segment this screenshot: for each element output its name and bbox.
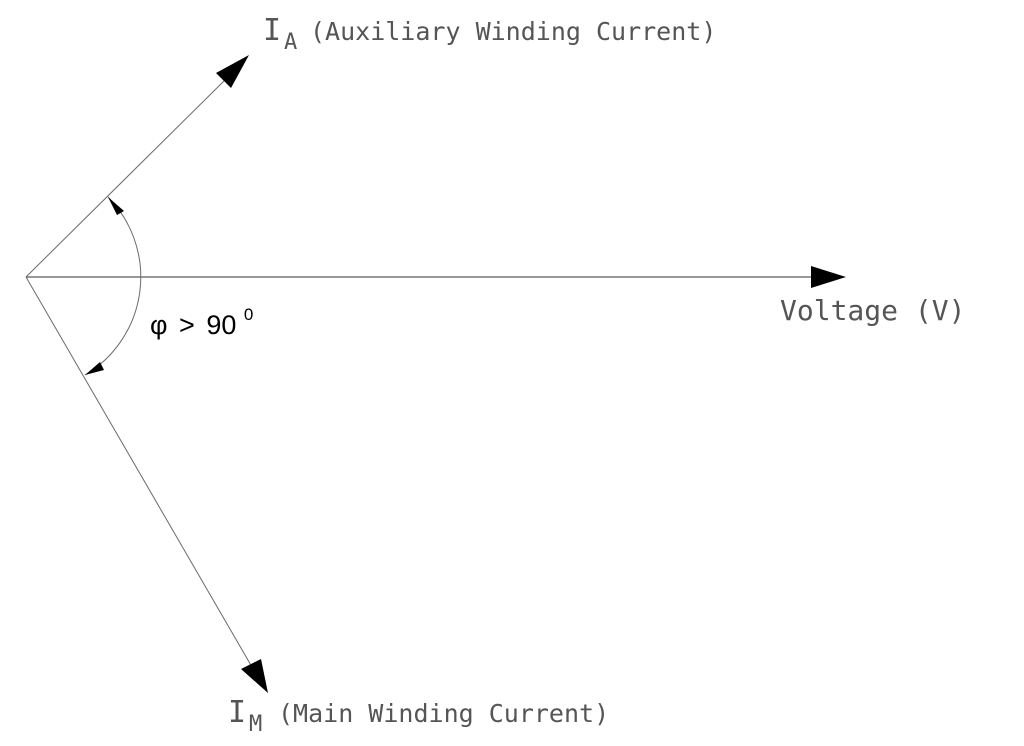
svg-text:I: I [228,695,246,730]
svg-text:M: M [249,712,262,737]
auxiliary-current-vector [25,55,249,278]
svg-text:(Main Winding Current): (Main Winding Current) [278,699,609,728]
arc-arrowhead-bottom-icon [85,362,104,375]
svg-text:A: A [284,30,297,55]
svg-text:I: I [263,13,281,48]
phase-angle-arc [84,196,142,376]
main-current-vector [25,276,268,693]
voltage-arrowhead-icon [811,266,846,288]
phase-angle-label: φ > 90 0 [150,305,253,340]
voltage-label: Voltage (V) [780,294,965,327]
auxiliary-arrowhead-icon [216,55,249,88]
arc-arrowhead-top-icon [108,197,124,215]
degree-superscript: 0 [244,305,253,324]
svg-text:(Auxiliary Winding Current): (Auxiliary Winding Current) [310,17,716,46]
voltage-vector [26,266,846,288]
main-current-label: I M (Main Winding Current) [228,695,609,737]
main-arrowhead-icon [241,659,268,693]
auxiliary-current-label: I A (Auxiliary Winding Current) [263,13,716,55]
